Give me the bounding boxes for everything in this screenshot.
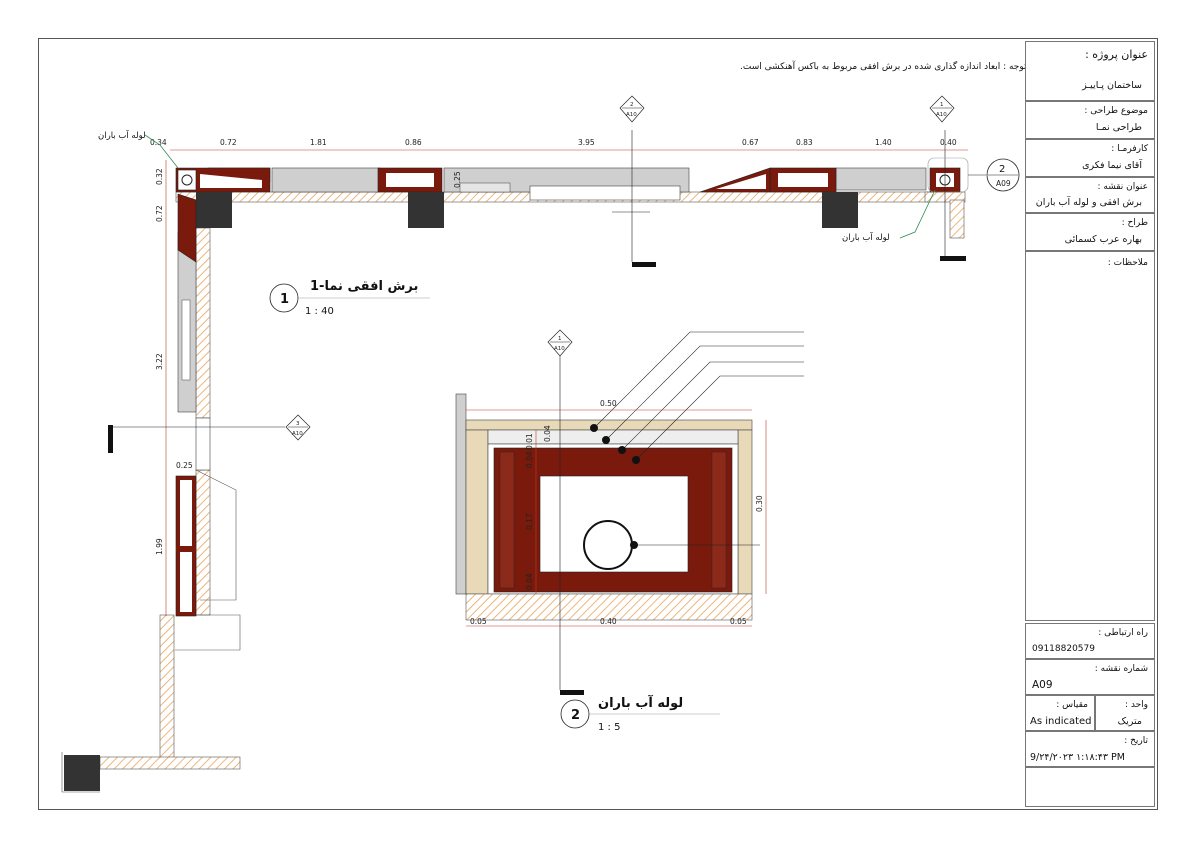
- dim-detail-bottom-2: 0.05: [730, 617, 747, 626]
- dim-detail-left-0: 0.01: [525, 433, 534, 450]
- tb-subject-label: موضوع طراحی :: [1084, 106, 1148, 116]
- dim-top-1: 0.72: [220, 138, 237, 147]
- tb-unit-value: متریک: [1117, 716, 1142, 727]
- dim-top-2: 1.81: [310, 138, 327, 147]
- dim-detail-left-3: 0.04: [525, 573, 534, 590]
- sec-b-number: 1: [940, 102, 944, 108]
- tb-remarks-label: ملاحظات :: [1107, 258, 1148, 268]
- tb-project-value: ساختمان پـاییـز: [1082, 80, 1142, 91]
- section-tag-b[interactable]: 1 A10: [929, 95, 955, 123]
- tb-subject: موضوع طراحی : طراحی نمـا: [1025, 101, 1155, 139]
- sec-d-number: 1: [558, 336, 562, 342]
- tb-sheet-title-value: برش افقی و لوله آب باران: [1035, 197, 1142, 208]
- tb-date-label: تاریخ :: [1124, 736, 1148, 746]
- tb-client-value: آقای نیما فکری: [1082, 160, 1142, 171]
- tb-project: عنوان پروژه : ساختمان پـاییـز: [1025, 41, 1155, 101]
- dim-left-1: 0.72: [155, 205, 164, 222]
- section-tag-c[interactable]: 3 A10: [285, 414, 311, 441]
- dim-top-4: 3.95: [578, 138, 595, 147]
- sec-d-sheet: A10: [554, 346, 565, 352]
- sheet-border: [38, 38, 1158, 810]
- dim-top-7: 1.40: [875, 138, 892, 147]
- sec-a-sheet: A10: [626, 112, 637, 118]
- dim-detail-bottom-0: 0.05: [470, 617, 487, 626]
- tb-sheet-no-label: شماره نقشه :: [1094, 664, 1148, 674]
- tb-designer-label: طراح :: [1121, 218, 1148, 228]
- tb-client: کارفرمـا : آقای نیما فکری: [1025, 139, 1155, 177]
- plan-view-title: 1 برش افقی نما-1 1 : 40: [269, 279, 430, 317]
- tb-date-value: 9/۲۴/۲۰۲۳ ۱:۱۸:۴۳ PM: [1030, 752, 1125, 763]
- plan-view: [61, 130, 968, 793]
- tb-client-label: کارفرمـا :: [1111, 144, 1148, 154]
- tb-sheet-title-label: عنوان نقشه :: [1097, 182, 1148, 192]
- tb-designer: طراح : بهاره عرب کسمائی: [1025, 213, 1155, 251]
- plan-scale: 1 : 40: [305, 306, 334, 317]
- tb-scale-label: مقیاس :: [1056, 700, 1088, 710]
- dim-detail-right: 0.30: [755, 495, 764, 512]
- dim-detail-top: 0.50: [600, 399, 617, 408]
- tb-unit-label: واحد :: [1124, 700, 1148, 710]
- tb-designer-value: بهاره عرب کسمائی: [1064, 234, 1142, 245]
- plan-title: برش افقی نما-1: [310, 279, 418, 294]
- dim-small: 0.25: [453, 171, 462, 188]
- tb-date: تاریخ : 9/۲۴/۲۰۲۳ ۱:۱۸:۴۳ PM: [1025, 731, 1155, 767]
- tb-empty: [1025, 767, 1155, 807]
- sec-b-sheet: A10: [936, 112, 947, 118]
- detail-title: لوله آب باران: [598, 694, 683, 711]
- section-tag-a[interactable]: 2 A10: [619, 95, 645, 123]
- tb-contact-label: راه ارتباطی :: [1098, 628, 1148, 638]
- tb-sheet-title: عنوان نقشه : برش افقی و لوله آب باران: [1025, 177, 1155, 213]
- detail-dimensions: 0.50 0.30 0.05 0.40 0.05 0.01 0.04 0.17 …: [470, 399, 764, 626]
- tb-contact: راه ارتباطی : 09118820579: [1025, 623, 1155, 659]
- detail-view: [455, 331, 804, 695]
- tb-scale: مقیاس : As indicated: [1025, 695, 1095, 731]
- tb-unit: واحد : متریک: [1095, 695, 1155, 731]
- detail-ref-bubble[interactable]: 2 A09: [927, 157, 1020, 193]
- tb-remarks: ملاحظات :: [1025, 251, 1155, 621]
- dim-left-4: 1.99: [155, 538, 164, 555]
- tb-project-label: عنوان پروژه :: [1085, 48, 1148, 61]
- dim-detail-bottom-1: 0.40: [600, 617, 617, 626]
- dim-detail-left-2: 0.17: [525, 513, 534, 530]
- dim-left-3: 0.25: [176, 461, 193, 470]
- drawing-note: ● توجه : ابعاد اندازه گذاری شده در برش ا…: [740, 62, 1038, 72]
- ref-detail-sheet: A09: [996, 179, 1011, 188]
- tb-sheet-no-value: A09: [1032, 679, 1053, 691]
- sec-a-number: 2: [630, 102, 634, 108]
- dim-left-2: 3.22: [155, 353, 164, 370]
- tb-subject-value: طراحی نمـا: [1095, 122, 1142, 133]
- dim-top-0: 0.34: [150, 138, 167, 147]
- sec-c-number: 3: [296, 421, 300, 427]
- dim-detail-inner: 0.04: [543, 425, 552, 442]
- dim-left-0: 0.32: [155, 168, 164, 185]
- dim-top-5: 0.67: [742, 138, 759, 147]
- sec-c-sheet: A10: [292, 431, 303, 437]
- dim-top-8: 0.40: [940, 138, 957, 147]
- plan-number: 1: [280, 292, 289, 307]
- dim-top-6: 0.83: [796, 138, 813, 147]
- detail-view-title: 2 لوله آب باران 1 : 5: [560, 694, 720, 733]
- rain-pipe-label-left: لوله آب باران: [98, 129, 146, 141]
- title-block: عنوان پروژه : ساختمان پـاییـز موضوع طراح…: [1025, 41, 1155, 807]
- dim-detail-left-1: 0.04: [525, 451, 534, 468]
- rain-pipe-label-right: لوله آب باران: [842, 231, 890, 243]
- dim-top-3: 0.86: [405, 138, 422, 147]
- detail-number: 2: [571, 708, 580, 723]
- tb-scale-value: As indicated: [1030, 716, 1092, 727]
- section-tag-d[interactable]: 1 A10: [547, 329, 573, 357]
- plan-dimensions: 0.34 0.72 1.81 0.86 3.95 0.67 0.83 1.40 …: [150, 138, 957, 555]
- rain-pipe-labels: لوله آب باران لوله آب باران: [98, 129, 936, 243]
- tb-sheet-no: شماره نقشه : A09: [1025, 659, 1155, 695]
- tb-contact-value: 09118820579: [1032, 644, 1095, 654]
- detail-scale: 1 : 5: [598, 722, 620, 733]
- ref-detail-number: 2: [999, 164, 1005, 175]
